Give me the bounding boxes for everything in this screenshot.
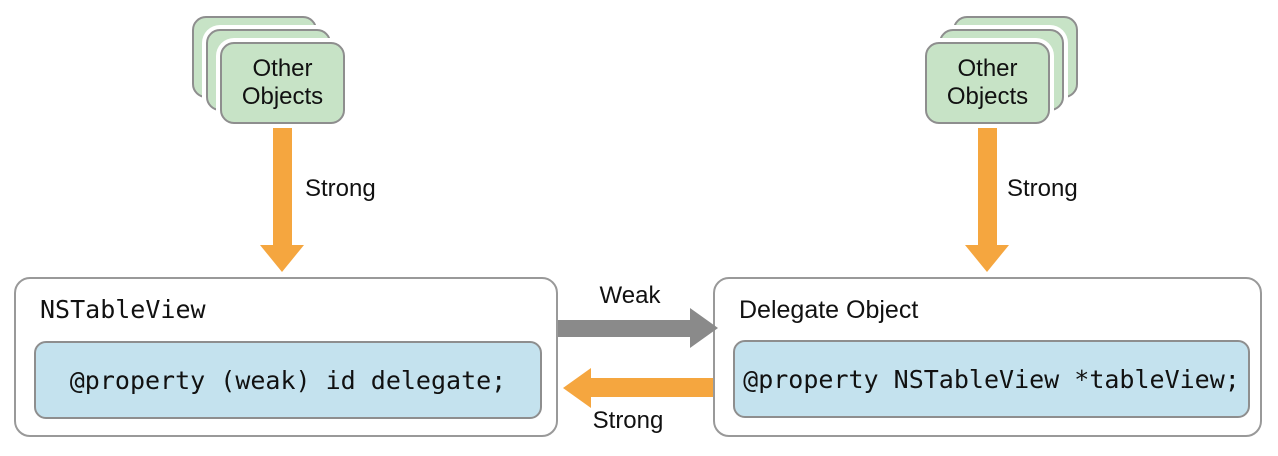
other-objects-stack-right: Other Objects	[925, 16, 1079, 126]
card-label-line: Other	[252, 55, 313, 82]
delegate-object-title: Delegate Object	[739, 296, 919, 324]
weak-label: Weak	[599, 282, 661, 309]
other-objects-stack-left: Other Objects	[192, 16, 346, 126]
strong-arrow-down-right-head	[965, 245, 1009, 272]
card-label-line: Objects	[241, 83, 324, 110]
stacked-card-front: Other Objects	[925, 42, 1050, 124]
card-label-line: Other	[957, 55, 1018, 82]
delegate-object-box: Delegate Object @property NSTableView *t…	[713, 277, 1262, 437]
card-label-line: Objects	[946, 83, 1029, 110]
stacked-card-front: Other Objects	[220, 42, 345, 124]
strong-back-arrow-head	[563, 368, 591, 408]
weak-arrow	[558, 320, 690, 337]
weak-arrow-head	[690, 308, 718, 348]
strong-back-label: Strong	[592, 407, 664, 434]
nstableview-title: NSTableView	[40, 295, 206, 324]
delegate-property-code: @property (weak) id delegate;	[34, 341, 542, 419]
strong-arrow-down-right	[978, 128, 997, 245]
strong-label-right: Strong	[1007, 175, 1078, 202]
strong-arrow-down-left-head	[260, 245, 304, 272]
tableview-property-code: @property NSTableView *tableView;	[733, 340, 1250, 418]
strong-back-arrow	[591, 378, 713, 397]
strong-label-left: Strong	[305, 175, 376, 202]
strong-arrow-down-left	[273, 128, 292, 245]
nstableview-box: NSTableView @property (weak) id delegate…	[14, 277, 558, 437]
